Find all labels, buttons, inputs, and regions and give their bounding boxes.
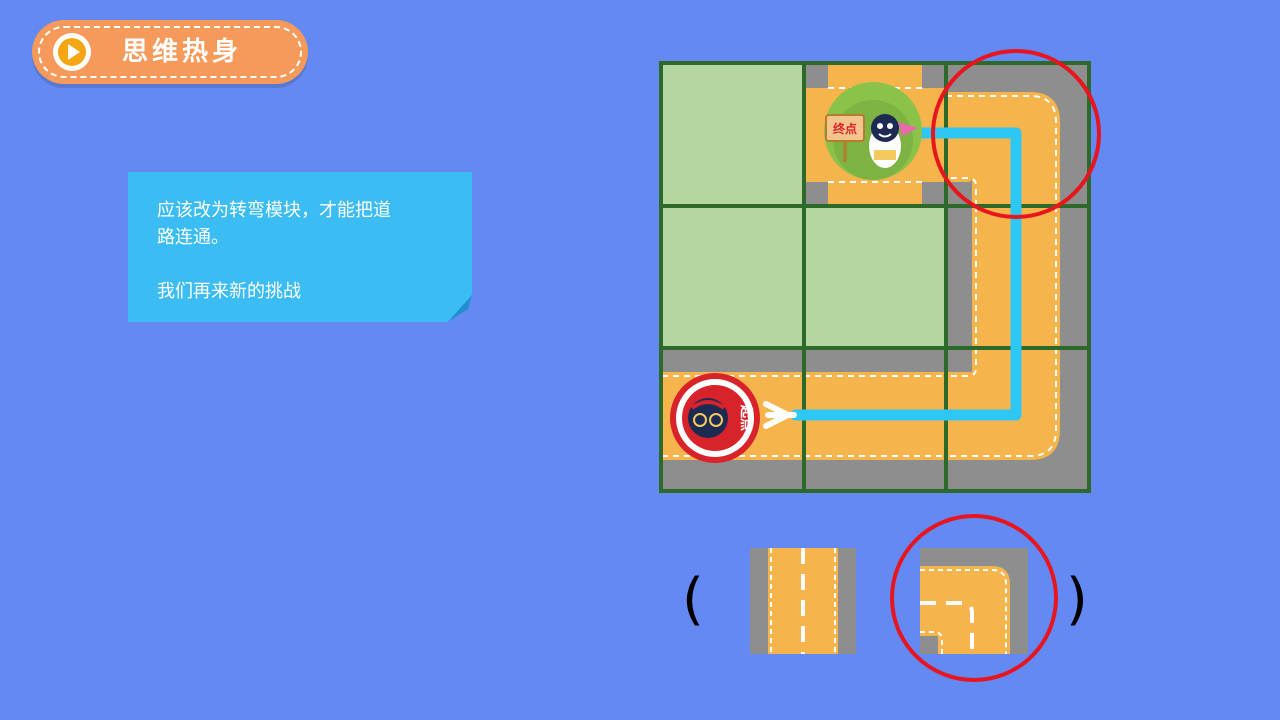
section-title-pill: 思维热身 xyxy=(32,20,308,84)
grass-tile xyxy=(662,64,804,206)
start-arrow-icon xyxy=(763,401,797,429)
hint-line-2: 路连通。 xyxy=(157,227,229,248)
note-fold-corner xyxy=(448,295,472,322)
grass-tile xyxy=(804,206,946,348)
hint-note-card xyxy=(128,172,472,322)
turn-tile-option[interactable] xyxy=(920,548,1028,654)
grass-tile xyxy=(662,206,804,348)
hint-note-text: 应该改为转弯模块，才能把道 路连通。 我们再来新的挑战 xyxy=(157,197,447,305)
open-parenthesis: ( xyxy=(682,567,704,632)
play-icon[interactable] xyxy=(52,32,92,72)
close-parenthesis: ) xyxy=(1066,567,1088,632)
highlight-circle-board xyxy=(931,49,1101,219)
end-label: 终点 xyxy=(833,121,857,136)
curve-tile-top-right xyxy=(946,92,1060,206)
curve-tile-bottom-right xyxy=(946,348,1060,460)
end-marker: 终点 xyxy=(824,82,922,180)
start-label: 起点 xyxy=(738,404,754,431)
section-title: 思维热身 xyxy=(122,37,243,67)
board-border xyxy=(659,61,1091,493)
start-marker: 起点 xyxy=(670,373,760,463)
straight-tile-option[interactable] xyxy=(750,548,856,654)
hint-line-3: 我们再来新的挑战 xyxy=(157,281,301,302)
highlight-circle-option xyxy=(890,514,1058,682)
route-path xyxy=(790,127,1022,421)
hint-line-1: 应该改为转弯模块，才能把道 xyxy=(157,200,391,221)
